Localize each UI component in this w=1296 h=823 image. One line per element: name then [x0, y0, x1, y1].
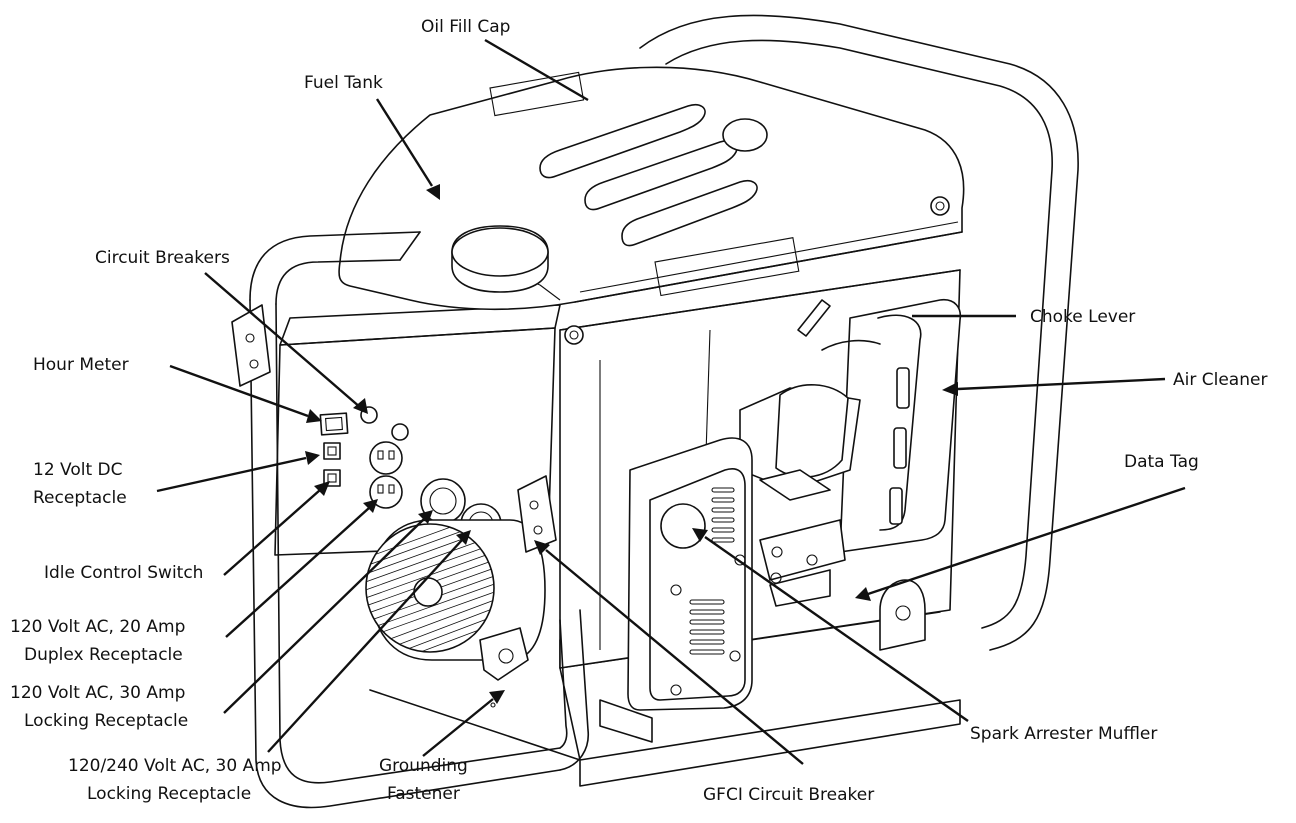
fuel-tank [338, 66, 965, 311]
carburetor [739, 299, 881, 501]
leader-hour-meter [169, 364, 309, 418]
label-air-cleaner: Air Cleaner [1173, 370, 1267, 390]
label-oil-fill-cap: Oil Fill Cap [421, 17, 510, 37]
leader-data-tag [867, 486, 1186, 596]
leader-fuel-tank [375, 98, 434, 187]
leader-grounding [422, 698, 494, 757]
engine-bracket [759, 519, 846, 607]
leader-dc-receptacle [156, 456, 307, 493]
label-gfci: GFCI Circuit Breaker [703, 785, 874, 805]
leader-air-cleaner [957, 377, 1166, 391]
label-circuit-breakers: Circuit Breakers [95, 248, 230, 268]
generator-illustration [231, 14, 1079, 809]
leader-locking240 [267, 539, 463, 753]
leader-circuit-breakers [204, 272, 362, 409]
leader-idle-control [223, 489, 321, 576]
leader-spark-arrester [704, 536, 969, 722]
frame-bolts [564, 196, 950, 345]
label-idle-control-switch: Idle Control Switch [44, 563, 203, 583]
label-dc-receptacle-line1: 12 Volt DC [33, 460, 123, 480]
label-locking30-line2: Locking Receptacle [24, 711, 188, 731]
label-grounding-line1: Grounding [379, 756, 468, 776]
label-duplex-line2: Duplex Receptacle [24, 645, 183, 665]
label-choke-lever: Choke Lever [1030, 307, 1135, 327]
label-locking240-line1: 120/240 Volt AC, 30 Amp [68, 756, 282, 776]
control-panel [274, 304, 561, 556]
muffler-vents [689, 487, 735, 655]
label-data-tag: Data Tag [1124, 452, 1199, 472]
leader-gfci [545, 549, 804, 765]
label-hour-meter: Hour Meter [33, 355, 129, 375]
label-grounding-line2: Fastener [387, 784, 460, 804]
label-spark-arrester: Spark Arrester Muffler [970, 724, 1157, 744]
spark-arrester-muffler [627, 437, 753, 711]
front-frame [249, 231, 589, 809]
rear-frame [639, 14, 1079, 651]
air-cleaner [839, 298, 962, 553]
label-fuel-tank: Fuel Tank [304, 73, 383, 93]
alternator-fan [365, 519, 546, 681]
label-duplex-line1: 120 Volt AC, 20 Amp [10, 617, 185, 637]
leader-duplex [225, 507, 370, 638]
mounting-tabs [231, 304, 926, 651]
label-locking30-line1: 120 Volt AC, 30 Amp [10, 683, 185, 703]
label-locking240-line2: Locking Receptacle [87, 784, 251, 804]
label-dc-receptacle-line2: Receptacle [33, 488, 127, 508]
leader-lines [156, 38, 1186, 765]
callout-labels: Oil Fill Cap Fuel Tank Circuit Breakers … [10, 17, 1267, 805]
leader-locking30 [223, 518, 425, 714]
leader-oil-fill-cap [484, 38, 589, 102]
